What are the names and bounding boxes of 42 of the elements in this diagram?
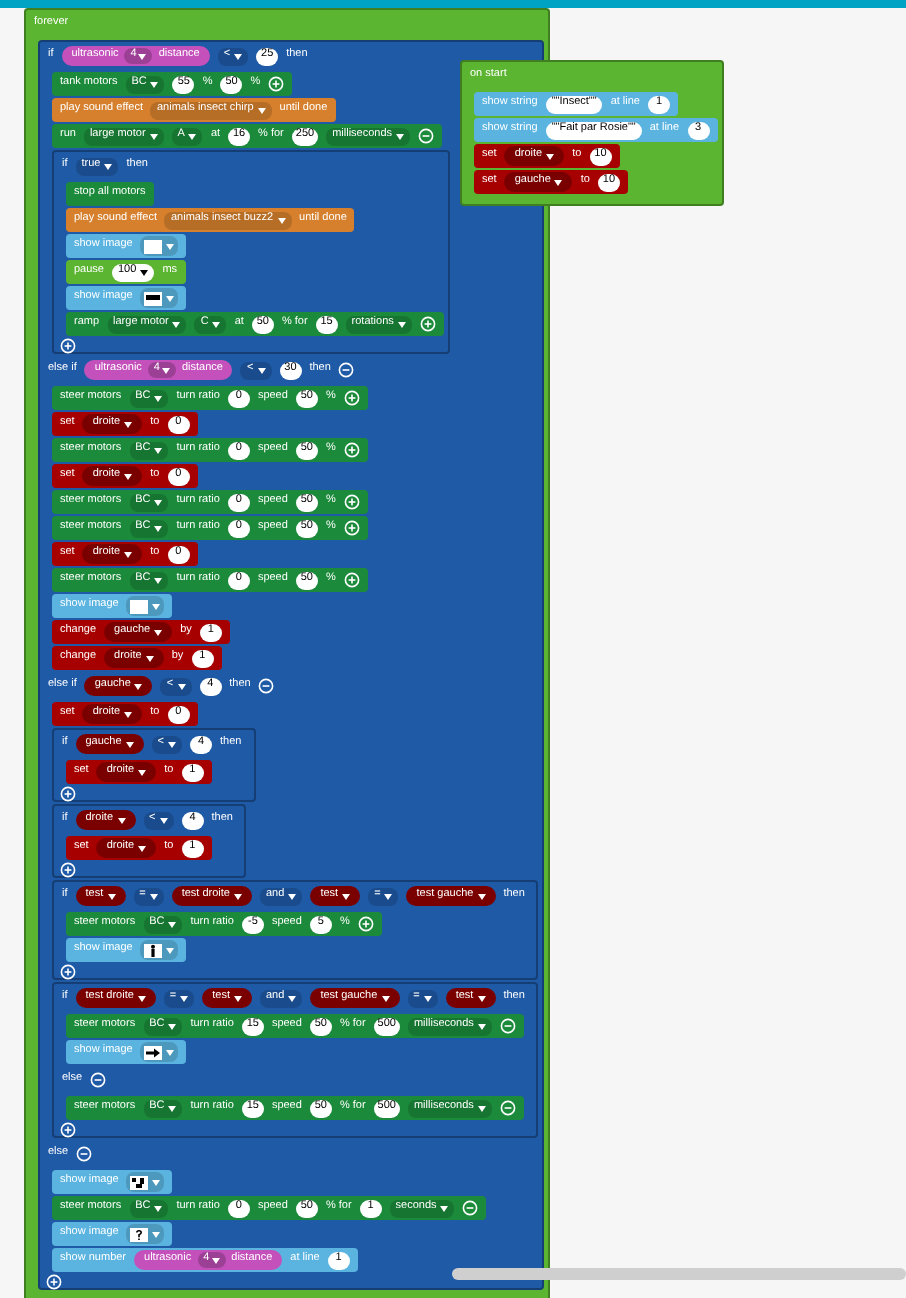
motor-block: [52, 490, 368, 514]
motor-block: [52, 516, 368, 540]
display-block: [52, 1170, 173, 1194]
variable-block: [52, 412, 198, 436]
event-block: [460, 60, 724, 206]
motor-block: [66, 312, 444, 336]
display-block: [66, 938, 187, 962]
variable-block: [66, 760, 212, 784]
motor-block: [66, 1014, 524, 1038]
sound-block: [52, 98, 336, 122]
variable-block: [66, 836, 212, 860]
variable-block: [474, 144, 620, 168]
display-block: [474, 92, 678, 116]
pause-block: [66, 260, 186, 284]
motor-block: [52, 568, 368, 592]
variable-block: [52, 620, 230, 644]
motor-block: [52, 386, 368, 410]
motor-block: [52, 124, 443, 148]
if-block: [52, 150, 450, 354]
display-block: [66, 286, 187, 310]
display-block: [66, 1040, 187, 1064]
display-block: [52, 1222, 173, 1246]
motor-block: [66, 912, 382, 936]
display-block: [52, 1248, 358, 1272]
variable-block: [52, 542, 198, 566]
display-block: [474, 118, 718, 142]
motor-block: [52, 1196, 487, 1220]
motor-block: [52, 72, 293, 96]
variable-block: [52, 464, 198, 488]
display-block: [52, 594, 173, 618]
variable-block: [52, 702, 198, 726]
motor-block: [66, 1096, 524, 1120]
variable-block: [52, 646, 222, 670]
if-block: [52, 728, 256, 802]
motor-block: [52, 438, 368, 462]
if-block: [52, 982, 539, 1138]
display-block: [66, 234, 187, 258]
if-block: [52, 880, 539, 980]
if-block: [52, 804, 247, 878]
sound-block: [66, 208, 355, 232]
motor-block: [66, 182, 154, 206]
variable-block: [474, 170, 628, 194]
